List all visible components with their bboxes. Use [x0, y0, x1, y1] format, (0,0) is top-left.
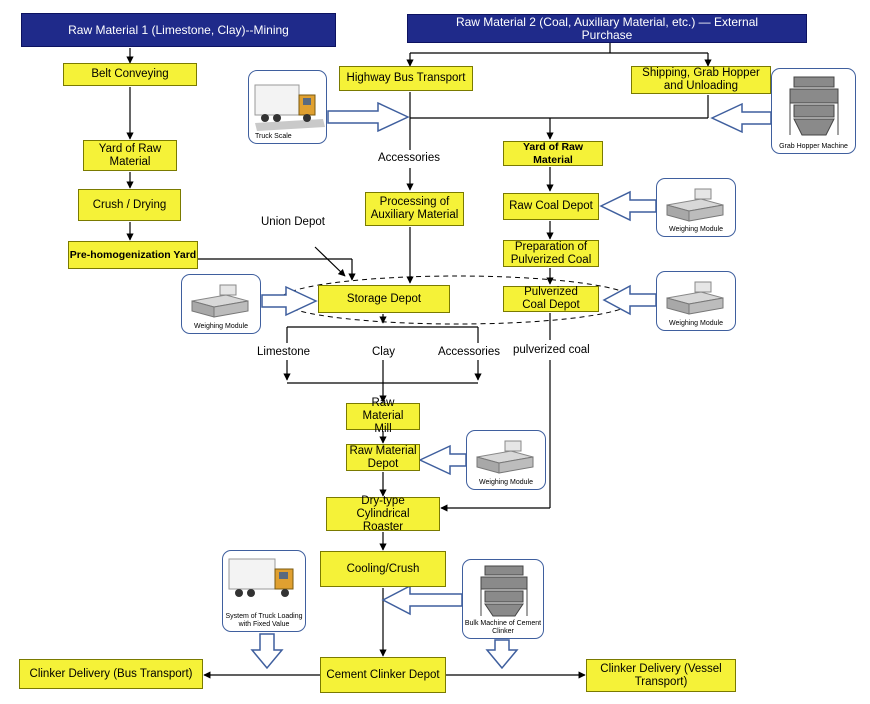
weighing-module-caption-3: Weighing Module: [669, 320, 723, 327]
truck-scale-icon: [254, 84, 325, 131]
clinker-delivery-vessel: Clinker Delivery (Vessel Transport): [586, 659, 736, 692]
truck-scale-caption: Truck Scale: [255, 133, 292, 140]
grab-hopper-picture: Grab Hopper Machine: [771, 68, 856, 154]
clinker-delivery-bus: Clinker Delivery (Bus Transport): [19, 659, 203, 689]
weighing-module-picture-3: Weighing Module: [656, 271, 736, 331]
raw-coal-depot: Raw Coal Depot: [503, 193, 599, 220]
bulk-machine-caption: Bulk Machine of Cement Clinker: [464, 620, 542, 635]
weighing-module-picture-4: Weighing Module: [466, 430, 546, 490]
weighing-module-icon: [666, 281, 724, 315]
accessories-label: Accessories: [438, 346, 500, 358]
weighing-module-icon: [191, 284, 249, 318]
weighing-module-caption-1: Weighing Module: [669, 226, 723, 233]
truck-loading-icon: [228, 558, 294, 597]
truck-scale-picture: Truck Scale: [248, 70, 327, 144]
raw-material-mill: Raw Material Mill: [346, 397, 420, 435]
raw-material-1-source: Raw Material 1 (Limestone, Clay)--Mining: [21, 13, 336, 47]
truck-loading-caption: System of Truck Loading with Fixed Value: [225, 613, 303, 628]
pulverized-coal-label: pulverized coal: [513, 344, 590, 356]
dry-type-cylindrical-roaster: Dry-type Cylindrical Roaster: [326, 495, 440, 533]
belt-conveying: Belt Conveying: [63, 63, 197, 86]
crush-drying: Crush / Drying: [78, 189, 181, 221]
raw-material-2-source: Raw Material 2 (Coal, Auxiliary Material…: [407, 14, 807, 43]
cooling-crush: Cooling/Crush: [320, 551, 446, 587]
bulk-machine-picture: Bulk Machine of Cement Clinker: [462, 559, 544, 639]
cement-clinker-depot: Cement Clinker Depot: [320, 657, 446, 693]
weighing-module-picture-2: Weighing Module: [181, 274, 261, 334]
accessories-top-label: Accessories: [378, 152, 440, 164]
preparation-of-pulverized-coal: Preparation of Pulverized Coal: [503, 240, 599, 267]
weighing-module-picture-1: Weighing Module: [656, 178, 736, 237]
grab-hopper-icon: [789, 76, 839, 136]
raw-material-depot: Raw Material Depot: [346, 444, 420, 471]
yard-of-raw-material-right: Yard of Raw Material: [503, 141, 603, 166]
processing-of-auxiliary-material: Processing of Auxiliary Material: [365, 192, 464, 226]
weighing-module-icon: [476, 440, 534, 474]
pulverized-coal-depot: Pulverized Coal Depot: [503, 286, 599, 312]
highway-bus-transport: Highway Bus Transport: [339, 66, 473, 91]
union-depot-label: Union Depot: [261, 216, 325, 228]
yard-of-raw-material-left: Yard of Raw Material: [83, 140, 177, 171]
weighing-module-caption-4: Weighing Module: [479, 479, 533, 486]
clay-label: Clay: [372, 346, 396, 358]
pre-homogenization-yard: Pre-homogenization Yard: [68, 241, 198, 269]
shipping-grab-hopper-unloading: Shipping, Grab Hopper and Unloading: [631, 66, 771, 94]
bulk-machine-icon: [480, 565, 528, 617]
weighing-module-icon: [666, 188, 724, 222]
weighing-module-caption-2: Weighing Module: [194, 323, 248, 330]
grab-hopper-caption: Grab Hopper Machine: [779, 143, 848, 150]
truck-loading-picture: System of Truck Loading with Fixed Value: [222, 550, 306, 632]
limestone-label: Limestone: [257, 346, 311, 358]
storage-depot: Storage Depot: [318, 285, 450, 313]
